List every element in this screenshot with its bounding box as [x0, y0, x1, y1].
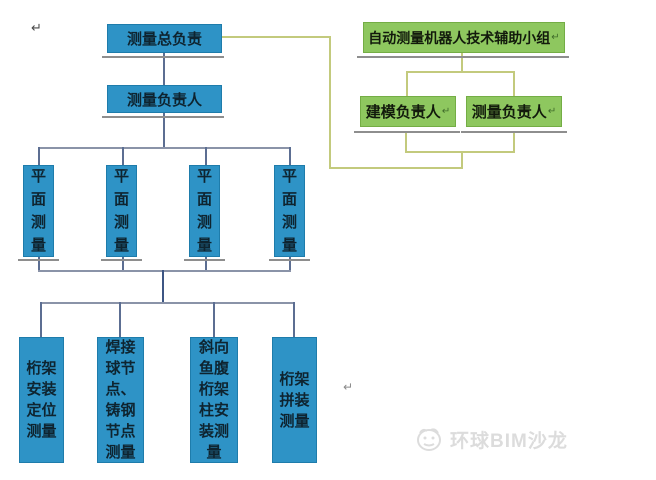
cross-link-line	[222, 36, 331, 38]
connector-line	[405, 131, 407, 153]
welded-joint-label: 焊接球节点、铸钢节点测量	[105, 339, 136, 461]
connector-line	[289, 257, 291, 272]
box-underline	[102, 56, 224, 58]
return-mark-icon: ↵	[547, 106, 557, 117]
plane-survey-label: 平面测量	[113, 168, 129, 254]
robot-support-team-box: 自动测量机器人技术辅助小组 ↵	[363, 22, 565, 53]
box-underline	[357, 56, 569, 58]
connector-line	[38, 270, 291, 272]
plane-survey-label: 平面测量	[30, 168, 46, 254]
watermark: 环球BIM沙龙	[414, 425, 568, 453]
connector-line	[163, 53, 165, 86]
connector-line	[513, 131, 515, 153]
connector-line	[289, 147, 291, 166]
connector-line	[205, 147, 207, 166]
connector-line	[40, 302, 42, 338]
connector-line	[122, 257, 124, 272]
survey-lead-label: 测量负责人	[471, 104, 547, 121]
box-underline	[102, 116, 224, 118]
connector-line	[213, 302, 215, 338]
truss-assembly-label: 桁架拼装测量	[279, 370, 310, 430]
paragraph-return-mark: ↵	[31, 20, 42, 35]
box-underline	[101, 259, 142, 261]
truss-assembly-box: 桁架拼装测量	[272, 337, 317, 463]
robot-support-team-label: 自动测量机器人技术辅助小组	[368, 29, 551, 46]
box-underline	[354, 131, 460, 133]
survey-lead-box: 测量负责人 ↵	[466, 96, 562, 127]
welded-joint-box: 焊接球节点、铸钢节点测量	[97, 337, 144, 463]
modeling-lead-box: 建模负责人 ↵	[360, 96, 456, 127]
connector-line	[405, 151, 515, 153]
connector-line	[205, 257, 207, 272]
survey-chief-label: 测量总负责	[126, 31, 202, 48]
plane-survey-label: 平面测量	[196, 168, 212, 254]
connector-line	[406, 71, 515, 73]
box-underline	[269, 259, 310, 261]
connector-line	[40, 302, 294, 304]
fishbelly-truss-label: 斜向鱼腹桁架柱安装测量	[198, 339, 229, 461]
connector-trunk-line	[162, 270, 164, 304]
connector-line	[461, 53, 463, 73]
plane-survey-box-3: 平面测量	[189, 165, 220, 257]
globe-face-icon	[417, 428, 441, 451]
connector-line	[293, 302, 295, 338]
plane-survey-box-2: 平面测量	[106, 165, 137, 257]
connector-line	[163, 113, 165, 149]
watermark-text: 环球BIM沙龙	[450, 430, 568, 452]
cross-link-line	[329, 167, 463, 169]
connector-line	[513, 71, 515, 97]
paragraph-return-mark: ↵	[343, 380, 354, 394]
connector-line	[406, 71, 408, 97]
plane-survey-label: 平面测量	[281, 168, 297, 254]
cross-link-line	[461, 151, 463, 169]
connector-line	[38, 147, 40, 166]
plane-survey-box-1: 平面测量	[23, 165, 54, 257]
truss-positioning-box: 桁架安装定位测量	[19, 337, 64, 463]
connector-line	[38, 257, 40, 272]
survey-chief-box: 测量总负责	[107, 24, 222, 53]
box-underline	[18, 259, 59, 261]
box-underline	[184, 259, 225, 261]
plane-survey-box-4: 平面测量	[274, 165, 305, 257]
cross-link-line	[329, 36, 331, 169]
survey-manager-box: 测量负责人	[107, 85, 222, 113]
return-mark-icon: ↵	[441, 106, 451, 117]
return-mark-icon: ↵	[551, 32, 560, 43]
truss-positioning-label: 桁架安装定位测量	[26, 360, 57, 440]
connector-line	[122, 147, 124, 166]
box-underline	[461, 131, 567, 133]
connector-line	[38, 147, 291, 149]
survey-manager-label: 测量负责人	[126, 91, 202, 109]
modeling-lead-label: 建模负责人	[365, 104, 441, 121]
connector-line	[119, 302, 121, 338]
fishbelly-truss-box: 斜向鱼腹桁架柱安装测量	[190, 337, 238, 463]
